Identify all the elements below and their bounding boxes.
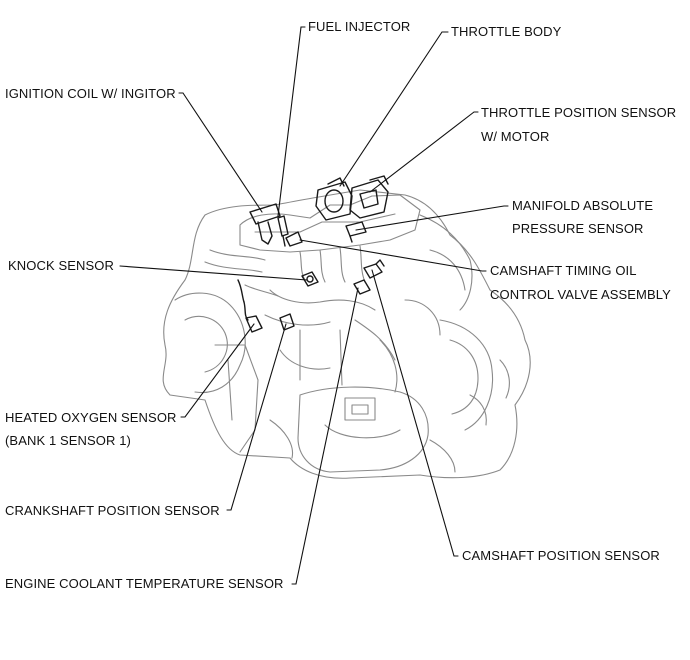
label-fuel-injector: FUEL INJECTOR xyxy=(308,19,411,34)
highlighted-components xyxy=(237,175,389,333)
fuel-injector-part xyxy=(277,215,289,247)
leader-heated-oxygen xyxy=(180,323,255,418)
label-knock-sensor: KNOCK SENSOR xyxy=(8,258,114,273)
leader-fuel-injector xyxy=(277,26,306,217)
leader-camshaft-position xyxy=(371,269,459,557)
map-sensor-part xyxy=(345,221,367,243)
label-crankshaft-position: CRANKSHAFT POSITION SENSOR xyxy=(5,503,220,518)
label-heated-oxygen-line1: HEATED OXYGEN SENSOR xyxy=(5,410,177,425)
label-throttle-position-line1: THROTTLE POSITION SENSOR xyxy=(481,105,677,120)
leader-ignition-coil xyxy=(178,92,263,213)
crankshaft-position-sensor-part xyxy=(279,313,295,331)
label-throttle-position-line2: W/ MOTOR xyxy=(481,129,550,144)
throttle-body-part xyxy=(315,177,353,221)
label-map-sensor-line1: MANIFOLD ABSOLUTE xyxy=(512,198,654,213)
leader-map-sensor xyxy=(355,205,509,231)
knock-sensor-part xyxy=(301,271,319,287)
engine-block-outline xyxy=(162,189,531,479)
label-heated-oxygen-line2: (BANK 1 SENSOR 1) xyxy=(5,433,131,448)
leader-camshaft-ocv xyxy=(299,239,487,272)
leader-knock-sensor xyxy=(119,265,308,281)
ignition-coil-part xyxy=(249,203,281,245)
leader-lines xyxy=(119,26,509,585)
label-camshaft-ocv-line1: CAMSHAFT TIMING OIL xyxy=(490,263,637,278)
leader-engine-coolant xyxy=(291,287,359,585)
label-engine-coolant-temp: ENGINE COOLANT TEMPERATURE SENSOR xyxy=(5,576,284,591)
heated-oxygen-sensor-part xyxy=(237,279,263,333)
leader-throttle-position xyxy=(369,111,479,193)
label-camshaft-ocv-line2: CONTROL VALVE ASSEMBLY xyxy=(490,287,671,302)
leader-crankshaft xyxy=(226,323,287,511)
label-map-sensor-line2: PRESSURE SENSOR xyxy=(512,221,644,236)
leader-throttle-body xyxy=(339,31,449,187)
label-ignition-coil: IGNITION COIL W/ INGITOR xyxy=(5,86,176,101)
camshaft-position-sensor-part xyxy=(353,279,371,295)
label-camshaft-position: CAMSHAFT POSITION SENSOR xyxy=(462,548,660,563)
label-throttle-body: THROTTLE BODY xyxy=(451,24,562,39)
camshaft-ocv-part xyxy=(363,259,385,279)
